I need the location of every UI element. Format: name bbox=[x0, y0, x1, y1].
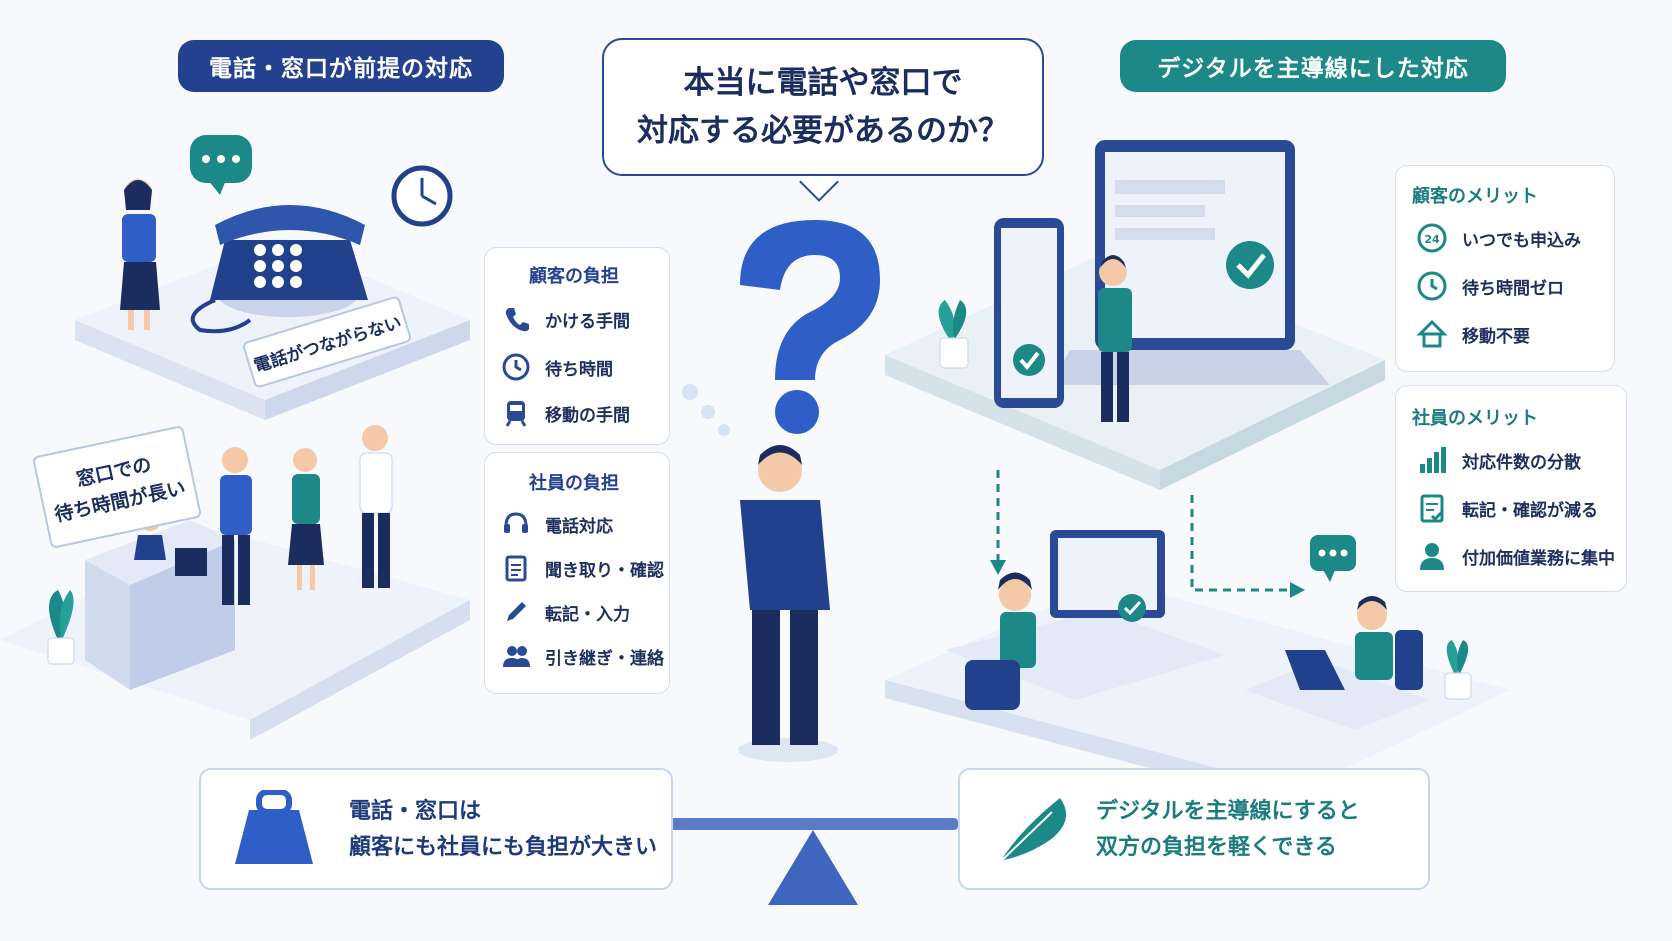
feather-icon bbox=[995, 798, 1067, 867]
bar-chart-icon bbox=[1420, 447, 1446, 473]
staff-burden-label: 聞き取り・確認 bbox=[545, 560, 664, 581]
waiting-people bbox=[220, 425, 393, 605]
left-header: 電話・窓口が前提の対応 bbox=[178, 40, 504, 92]
customer-merit-label: いつでも申込み bbox=[1462, 230, 1581, 251]
office-worker-desk bbox=[945, 530, 1225, 710]
checklist-icon bbox=[1420, 494, 1444, 523]
staff-burden-item: 聞き取り・確認 bbox=[501, 553, 664, 583]
flow-arrows bbox=[990, 470, 1305, 598]
pencil-icon bbox=[507, 602, 526, 621]
24h-icon: 24 bbox=[1417, 223, 1447, 253]
phone-icon bbox=[505, 308, 529, 332]
weight-icon bbox=[235, 790, 313, 864]
staff-burden-item: 転記・入力 bbox=[501, 597, 630, 627]
staff-burden-item: 引き継ぎ・連絡 bbox=[501, 641, 664, 671]
staff-merit-item: 転記・確認が減る bbox=[1416, 492, 1598, 524]
bottom-right-line-1: デジタルを主導線にすると bbox=[1096, 799, 1360, 824]
staff-burden-label: 転記・入力 bbox=[545, 604, 630, 625]
smartphone-illustration bbox=[994, 218, 1064, 408]
staff-burden-label: 引き継ぎ・連絡 bbox=[545, 648, 664, 669]
wall-clock-icon bbox=[391, 165, 453, 227]
24h-label: 24 bbox=[1424, 233, 1440, 246]
clock-icon bbox=[1417, 271, 1447, 301]
bottom-right-line-2: 双方の負担を軽くできる bbox=[1096, 835, 1337, 860]
people-icon bbox=[503, 646, 530, 667]
clipboard-icon bbox=[505, 555, 527, 582]
customer-burden-title: 顧客の負担 bbox=[529, 266, 619, 287]
question-line-1: 本当に電話や窓口で bbox=[683, 65, 963, 101]
staff-merit-label: 付加価値業務に集中 bbox=[1462, 548, 1615, 569]
person-icon bbox=[1420, 543, 1444, 570]
customer-burden-label: かける手間 bbox=[545, 311, 630, 332]
plant-right-top bbox=[938, 300, 969, 369]
customer-merit-item: 24 いつでも申込み bbox=[1416, 222, 1581, 254]
customer-merit-card: 顧客のメリット 24 いつでも申込み 待ち時間ゼロ 移動不要 bbox=[1395, 165, 1615, 372]
headset-icon bbox=[504, 512, 528, 533]
customer-burden-item: かける手間 bbox=[501, 304, 630, 334]
woman-on-phone bbox=[120, 179, 160, 330]
staff-merit-label: 転記・確認が減る bbox=[1462, 500, 1598, 521]
customer-burden-label: 移動の手間 bbox=[545, 405, 630, 426]
customer-burden-label: 待ち時間 bbox=[545, 359, 613, 380]
bottom-left-line-1: 電話・窓口は bbox=[349, 799, 482, 824]
bottom-right-card: デジタルを主導線にすると 双方の負担を軽くできる bbox=[958, 768, 1430, 890]
staff-merit-card: 社員のメリット 対応件数の分散 転記・確認が減る 付加価値業務に集中 bbox=[1395, 385, 1627, 592]
bottom-left-line-2: 顧客にも社員にも負担が大きい bbox=[349, 835, 658, 860]
bottom-left-card: 電話・窓口は 顧客にも社員にも負担が大きい bbox=[199, 768, 673, 890]
customer-merit-label: 待ち時間ゼロ bbox=[1462, 278, 1564, 299]
staff-merit-item: 付加価値業務に集中 bbox=[1416, 540, 1615, 572]
question-line-2: 対応する必要があるのか？ bbox=[637, 113, 1009, 149]
customer-burden-item: 移動の手間 bbox=[501, 398, 630, 428]
chat-bubble-icon bbox=[190, 135, 252, 195]
clock-icon bbox=[502, 353, 530, 381]
question-mark-icon bbox=[682, 220, 880, 436]
telephone-illustration bbox=[190, 205, 368, 334]
plant-left bbox=[47, 590, 75, 665]
service-counter bbox=[85, 509, 235, 690]
balance-scale bbox=[668, 818, 958, 905]
thinking-man bbox=[738, 445, 838, 762]
customer-merit-item: 移動不要 bbox=[1416, 318, 1530, 350]
staff-burden-label: 電話対応 bbox=[545, 516, 613, 537]
customer-merit-label: 移動不要 bbox=[1462, 326, 1530, 347]
remote-worker-desk bbox=[1245, 535, 1430, 730]
staff-merit-item: 対応件数の分散 bbox=[1416, 444, 1581, 476]
right-header: デジタルを主導線にした対応 bbox=[1120, 40, 1506, 92]
customer-merit-item: 待ち時間ゼロ bbox=[1416, 270, 1564, 302]
train-icon bbox=[505, 401, 527, 427]
plant-right-bottom bbox=[1444, 640, 1472, 700]
staff-burden-title: 社員の負担 bbox=[529, 473, 619, 494]
staff-merit-title: 社員のメリット bbox=[1412, 408, 1538, 429]
bottom-left-text: 電話・窓口は 顧客にも社員にも負担が大きい bbox=[349, 794, 657, 866]
staff-merit-label: 対応件数の分散 bbox=[1462, 452, 1581, 473]
home-icon bbox=[1416, 319, 1448, 348]
customer-burden-item: 待ち時間 bbox=[501, 352, 613, 382]
staff-burden-item: 電話対応 bbox=[501, 509, 613, 539]
customer-burden-card: 顧客の負担 かける手間 待ち時間 移動の手間 bbox=[484, 247, 670, 445]
customer-merit-title: 顧客のメリット bbox=[1412, 186, 1538, 207]
user-at-laptop bbox=[1098, 255, 1132, 422]
question-bubble: 本当に電話や窓口で 対応する必要があるのか？ bbox=[602, 38, 1044, 176]
phone-platform bbox=[75, 240, 470, 420]
bottom-right-text: デジタルを主導線にすると 双方の負担を軽くできる bbox=[1096, 794, 1360, 866]
staff-burden-card: 社員の負担 電話対応 聞き取り・確認 転記・入力 引き継ぎ・連絡 bbox=[484, 452, 670, 694]
